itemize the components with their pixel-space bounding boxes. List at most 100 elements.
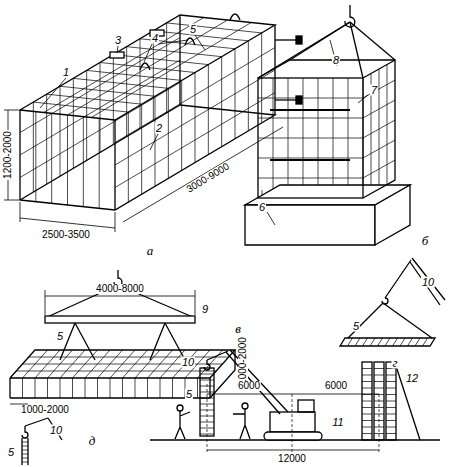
rebar-line bbox=[386, 407, 396, 408]
rebar-line bbox=[115, 48, 275, 143]
rebar-line bbox=[363, 100, 395, 118]
rebar-line bbox=[22, 378, 23, 398]
rebar-line bbox=[51, 113, 52, 203]
rebar-line bbox=[35, 378, 36, 398]
rebar-line bbox=[362, 420, 372, 421]
rebar-line bbox=[258, 98, 363, 99]
dimension-label: 1000-2000 bbox=[20, 405, 70, 415]
rebar-line bbox=[22, 462, 28, 463]
rebar-line bbox=[370, 338, 375, 346]
rebar-line bbox=[147, 378, 148, 398]
rebar-line bbox=[393, 338, 398, 346]
rebar-line bbox=[258, 138, 363, 139]
rebar-line bbox=[386, 388, 396, 389]
rebar-line bbox=[362, 368, 372, 369]
dimension-label: 3000-9000 bbox=[184, 161, 232, 195]
rebar-line bbox=[374, 407, 384, 408]
crane-d bbox=[150, 350, 440, 452]
traverse-v bbox=[10, 270, 243, 404]
panel-letter: г bbox=[391, 356, 398, 369]
rebar-line bbox=[91, 23, 251, 118]
rebar-line bbox=[378, 338, 383, 346]
rebar-line bbox=[200, 380, 214, 381]
rebar-line bbox=[22, 450, 28, 451]
rebar-line bbox=[362, 388, 372, 389]
callout-number: 5 bbox=[7, 447, 15, 458]
rebar-line bbox=[408, 338, 413, 346]
rebar-line bbox=[72, 378, 73, 398]
rebar-line bbox=[363, 140, 395, 158]
rebar-line bbox=[355, 338, 360, 346]
rebar-line bbox=[258, 118, 363, 119]
rebar-line bbox=[400, 338, 405, 346]
callout-number: 6 bbox=[258, 202, 266, 213]
leader-lines bbox=[4, 35, 283, 232]
rebar-line bbox=[47, 378, 48, 398]
rebar-line bbox=[97, 378, 98, 398]
rebar-strokes bbox=[16, 18, 427, 463]
dimension-label: 6000 bbox=[324, 381, 348, 391]
callout-number: 9 bbox=[201, 304, 209, 315]
rebar-line bbox=[16, 371, 216, 372]
rebar-line bbox=[197, 378, 198, 398]
rebar-line bbox=[258, 158, 363, 159]
callout-number: 10 bbox=[181, 357, 195, 368]
callout-number: 10 bbox=[49, 425, 63, 436]
rebar-line bbox=[385, 338, 390, 346]
rebar-line bbox=[374, 375, 384, 376]
callout-number: 4 bbox=[151, 33, 159, 44]
rebar-line bbox=[363, 338, 368, 346]
rebar-line bbox=[22, 458, 28, 459]
dimension-label: 6000 bbox=[237, 381, 261, 391]
callout-number: 5 bbox=[352, 321, 360, 332]
rebar-line bbox=[386, 401, 396, 402]
rebar-line bbox=[200, 428, 214, 429]
rebar-line bbox=[122, 378, 123, 398]
rebar-line bbox=[386, 420, 396, 421]
rebar-line bbox=[29, 357, 229, 358]
rebar-line bbox=[85, 378, 86, 398]
dimension-label: 1000-2000 bbox=[238, 336, 248, 386]
rebar-line bbox=[362, 407, 372, 408]
rebar-line bbox=[374, 368, 384, 369]
rebar-line bbox=[110, 378, 111, 398]
rebar-line bbox=[362, 381, 372, 382]
callout-number: 11 bbox=[331, 417, 344, 428]
dimension-label: 4000-8000 bbox=[95, 284, 145, 294]
rebar-line bbox=[172, 378, 173, 398]
rebar-line bbox=[386, 414, 396, 415]
rebar-line bbox=[363, 160, 395, 178]
rebar-line bbox=[363, 120, 395, 138]
callout-number: 2 bbox=[155, 123, 163, 134]
rebar-line bbox=[22, 454, 28, 455]
rebar-line bbox=[374, 381, 384, 382]
rebar-line bbox=[362, 433, 372, 434]
rebar-line bbox=[423, 338, 428, 346]
panel-letter: а bbox=[146, 244, 155, 257]
rebar-line bbox=[374, 433, 384, 434]
callout-number: 7 bbox=[370, 85, 378, 96]
callout-number: 5 bbox=[185, 389, 193, 400]
rebar-line bbox=[386, 427, 396, 428]
rebar-line bbox=[374, 388, 384, 389]
callout-number: 12 bbox=[405, 373, 419, 384]
rebar-line bbox=[35, 112, 36, 202]
rebar-line bbox=[60, 378, 61, 398]
rebar-line bbox=[386, 394, 396, 395]
rebar-line bbox=[348, 338, 353, 346]
rebar-line bbox=[258, 178, 363, 179]
rebar-line bbox=[200, 374, 214, 375]
callout-number: 1 bbox=[62, 67, 70, 78]
rebar-line bbox=[362, 375, 372, 376]
cage-a bbox=[20, 14, 302, 210]
panel-letter: д bbox=[88, 434, 97, 447]
rebar-line bbox=[135, 378, 136, 398]
rebar-line bbox=[99, 118, 100, 208]
rebar-line bbox=[160, 378, 161, 398]
dimension-label: 1200-2000 bbox=[3, 130, 13, 180]
column-cage-b bbox=[245, 5, 410, 245]
panel-letter: б bbox=[421, 234, 430, 247]
rebar-line bbox=[362, 414, 372, 415]
rebar-line bbox=[362, 401, 372, 402]
